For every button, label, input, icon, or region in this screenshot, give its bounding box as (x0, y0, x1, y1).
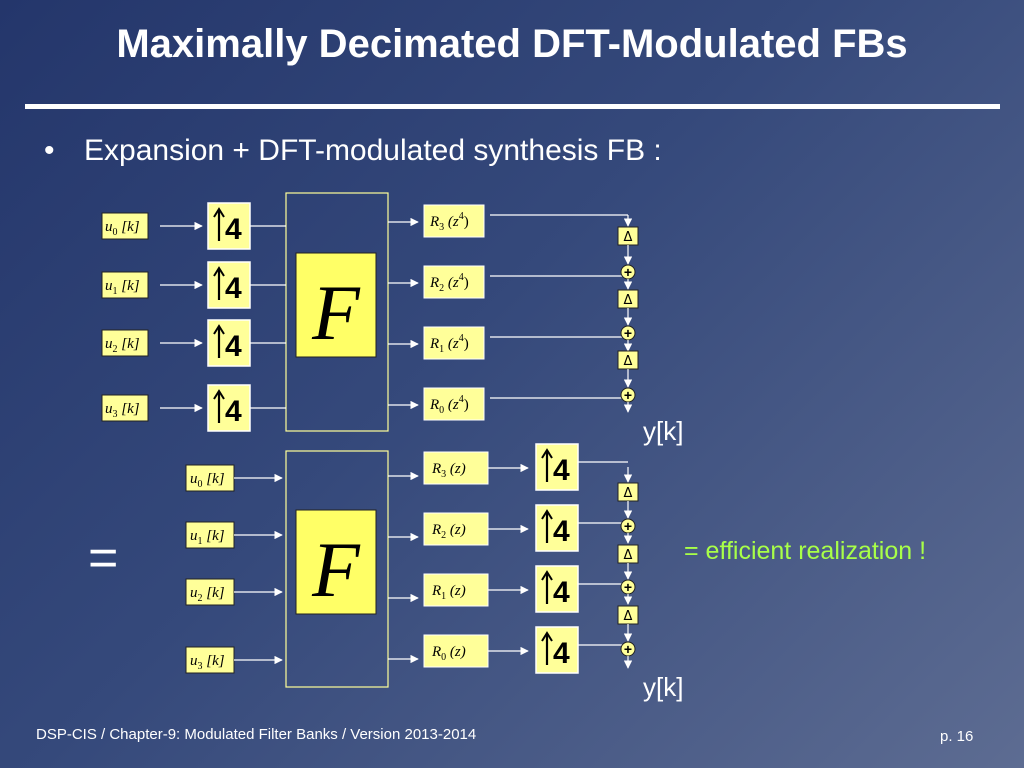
delay-bottom-2-label: Δ (624, 548, 633, 563)
filter-label-top-3: R0 (z4) (429, 394, 469, 416)
adder-bottom-2-label: + (624, 579, 632, 595)
dft-matrix-bottom-frame (285, 450, 389, 688)
filter-label-bottom-3: R0 (z) (431, 644, 466, 663)
adder-top-3-label: + (624, 387, 632, 403)
upsampler-bottom-3: 4 (535, 626, 579, 674)
upsampler-top-3: 4 (207, 384, 251, 432)
equals-sign: = (88, 529, 119, 587)
filter-label-bottom-1: R2 (z) (431, 522, 466, 541)
upsampler-top-2: 4 (207, 319, 251, 367)
input-label-top-3: u3 [k] (105, 401, 140, 420)
filter-label-bottom-0: R3 (z) (431, 461, 466, 480)
dft-matrix-top-label: F (311, 269, 361, 356)
upsampler-bottom-2: 4 (535, 565, 579, 613)
filter-top-0 (423, 204, 485, 238)
footer-course-info: DSP-CIS / Chapter-9: Modulated Filter Ba… (36, 726, 477, 743)
page-number: p. 16 (940, 728, 974, 745)
upsampler-top-0: 4 (207, 202, 251, 250)
svg-text:4: 4 (225, 330, 242, 363)
input-box-top-2 (101, 329, 149, 357)
input-box-top-1 (101, 271, 149, 299)
filter-top-1 (423, 265, 485, 299)
input-label-bottom-1: u1 [k] (190, 528, 225, 547)
adder-bottom-3-label: + (624, 641, 632, 657)
svg-text:4: 4 (553, 515, 570, 548)
filter-label-top-0: R3 (z4) (429, 211, 469, 233)
output-label-bottom: y[k] (643, 672, 683, 702)
svg-text:4: 4 (553, 576, 570, 609)
bullet-marker: • (44, 134, 55, 167)
delay-top-2-label: Δ (624, 293, 633, 308)
input-label-bottom-0: u0 [k] (190, 471, 225, 490)
svg-text:4: 4 (553, 454, 570, 487)
delay-top-3-label: Δ (624, 354, 633, 369)
input-label-top-2: u2 [k] (105, 336, 140, 355)
dft-matrix-top-frame (285, 192, 389, 432)
input-box-top-3 (101, 394, 149, 422)
delay-top-1-label: Δ (624, 230, 633, 245)
efficient-realization-note: = efficient realization ! (684, 537, 927, 565)
upsampler-top-1: 4 (207, 261, 251, 309)
filter-label-top-2: R1 (z4) (429, 333, 469, 355)
svg-text:4: 4 (553, 637, 570, 670)
upsampler-bottom-0: 4 (535, 443, 579, 491)
slide-title: Maximally Decimated DFT-Modulated FBs (116, 22, 908, 66)
input-box-top-0 (101, 212, 149, 240)
svg-text:4: 4 (225, 213, 242, 246)
bullet-text: Expansion + DFT-modulated synthesis FB : (84, 134, 662, 167)
filter-top-2 (423, 326, 485, 360)
input-label-top-1: u1 [k] (105, 278, 140, 297)
delay-bottom-3-label: Δ (624, 609, 633, 624)
delay-bottom-1-label: Δ (624, 486, 633, 501)
filter-label-top-1: R2 (z4) (429, 272, 469, 294)
filter-label-bottom-2: R1 (z) (431, 583, 466, 602)
filter-bottom-0 (423, 451, 489, 485)
svg-text:4: 4 (225, 272, 242, 305)
svg-text:4: 4 (225, 395, 242, 428)
title-divider (25, 104, 1000, 109)
input-box-bottom-0 (185, 464, 235, 492)
input-label-bottom-2: u2 [k] (190, 585, 225, 604)
input-label-bottom-3: u3 [k] (190, 653, 225, 672)
filter-bottom-2 (423, 573, 489, 607)
dft-matrix-bottom (295, 509, 377, 615)
upsampler-bottom-1: 4 (535, 504, 579, 552)
output-label-top: y[k] (643, 416, 683, 446)
filter-bottom-1 (423, 512, 489, 546)
adder-bottom-1-label: + (624, 518, 632, 534)
dft-matrix-bottom-label: F (311, 526, 361, 613)
adder-top-1-label: + (624, 264, 632, 280)
dft-matrix-top (295, 252, 377, 358)
adder-top-2-label: + (624, 325, 632, 341)
filter-top-3 (423, 387, 485, 421)
input-label-top-0: u0 [k] (105, 219, 140, 238)
